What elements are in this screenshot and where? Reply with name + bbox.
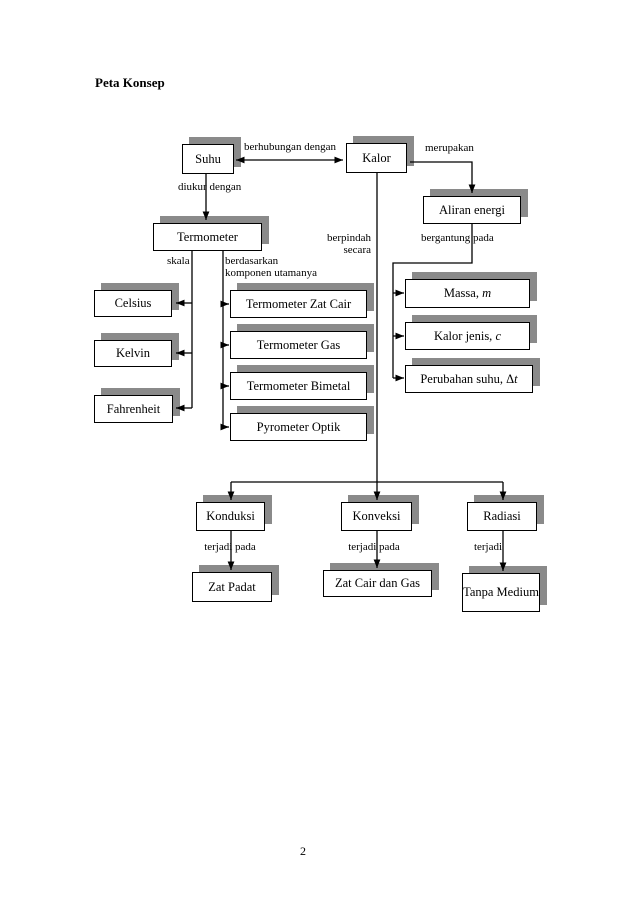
node-perubahan-suhu: Perubahan suhu, Δt xyxy=(405,365,533,393)
node-suhu-label: Suhu xyxy=(195,151,221,166)
node-kalor-jenis-label: Kalor jenis, c xyxy=(433,328,501,343)
node-zat-cair-dan-gas: Zat Cair dan Gas xyxy=(323,570,432,597)
node-tanpa-medium-label: Tanpa Medium xyxy=(463,585,539,599)
node-fahrenheit-label: Fahrenheit xyxy=(106,401,161,416)
node-termometer: Termometer xyxy=(153,223,262,251)
node-pyrometer-optik-label: Pyrometer Optik xyxy=(256,419,341,434)
node-konduksi-label: Konduksi xyxy=(206,509,255,523)
node-kalor-jenis: Kalor jenis, c xyxy=(405,322,530,350)
node-termometer-bimetal-label: Termometer Bimetal xyxy=(246,378,351,393)
edge-termometer-skala xyxy=(176,251,193,412)
edge-label-berdasarkan-komponen: berdasarkan komponen utamanya xyxy=(225,255,317,279)
node-konduksi: Konduksi xyxy=(196,502,265,531)
node-aliran-energi: Aliran energi xyxy=(423,196,521,224)
node-kalor: Kalor xyxy=(346,143,407,173)
node-perubahan-suhu-label: Perubahan suhu, Δt xyxy=(420,371,518,386)
node-tanpa-medium: Tanpa Medium xyxy=(462,573,540,612)
node-aliran-energi-label: Aliran energi xyxy=(438,202,506,217)
node-massa: Massa, m xyxy=(405,279,530,308)
node-celsius: Celsius xyxy=(94,290,172,317)
node-pyrometer-optik: Pyrometer Optik xyxy=(230,413,367,441)
node-fahrenheit: Fahrenheit xyxy=(94,395,173,423)
edge-label-diukur-dengan: diukur dengan xyxy=(178,181,242,193)
edge-label-berpindah-secara: berpindah secara xyxy=(327,232,371,256)
node-radiasi-label: Radiasi xyxy=(483,509,521,523)
node-konveksi-label: Konveksi xyxy=(352,509,401,523)
node-kalor-label: Kalor xyxy=(362,150,391,165)
node-kelvin: Kelvin xyxy=(94,340,172,367)
page-number: 2 xyxy=(300,844,306,858)
node-kelvin-label: Kelvin xyxy=(115,346,151,360)
node-termometer-label: Termometer xyxy=(177,229,238,244)
node-suhu: Suhu xyxy=(182,144,234,174)
edge-label-terjadi-pada-konduksi: terjadi pada xyxy=(204,541,256,553)
node-termometer-zat-cair: Termometer Zat Cair xyxy=(230,290,367,318)
node-zat-padat: Zat Padat xyxy=(192,572,272,602)
edge-label-berhubungan-dengan: berhubungan dengan xyxy=(244,141,336,153)
node-termometer-gas: Termometer Gas xyxy=(230,331,367,359)
edge-kalor-aliran-energi xyxy=(410,161,476,193)
edge-label-skala: skala xyxy=(167,255,190,267)
edge-label-terjadi-radiasi: terjadi xyxy=(473,541,503,553)
edge-label-merupakan: merupakan xyxy=(425,142,474,154)
node-zat-padat-label: Zat Padat xyxy=(208,579,256,594)
page-title: Peta Konsep xyxy=(95,75,165,90)
node-radiasi: Radiasi xyxy=(467,502,537,531)
node-termometer-zat-cair-label: Termometer Zat Cair xyxy=(245,296,352,311)
node-massa-label: Massa, m xyxy=(443,286,492,300)
node-konveksi: Konveksi xyxy=(341,502,412,531)
node-zat-cair-dan-gas-label: Zat Cair dan Gas xyxy=(334,576,421,590)
edge-label-terjadi-pada-konveksi: terjadi pada xyxy=(348,541,400,553)
edge-label-bergantung-pada: bergantung pada xyxy=(421,232,494,244)
node-termometer-bimetal: Termometer Bimetal xyxy=(230,372,367,400)
node-celsius-label: Celsius xyxy=(114,296,152,310)
node-termometer-gas-label: Termometer Gas xyxy=(256,337,341,352)
